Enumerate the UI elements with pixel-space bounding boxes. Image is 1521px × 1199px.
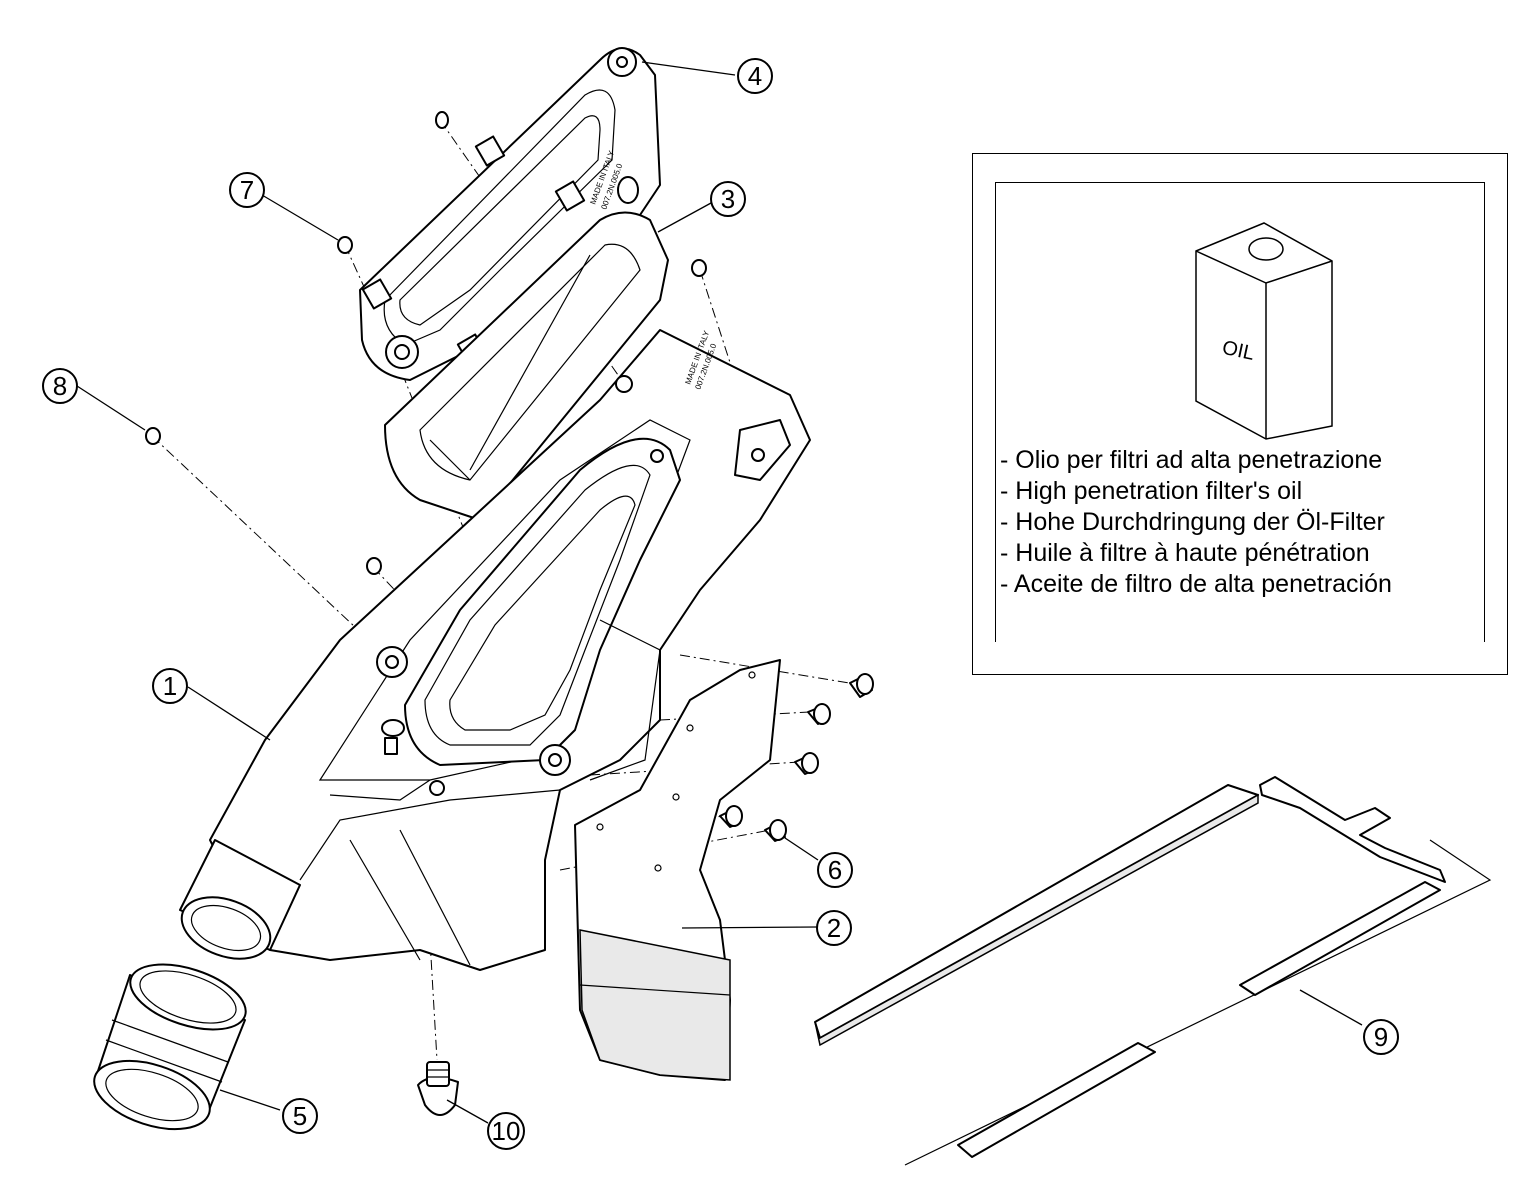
callout-1-label: 1 — [163, 671, 177, 701]
callout-2: 2 — [816, 910, 852, 946]
callout-10: 10 — [487, 1112, 525, 1150]
nut-8 — [145, 427, 161, 445]
oil-description-list: - Olio per filtri ad alta penetrazione -… — [1000, 445, 1392, 600]
oil-description-de: - Hohe Durchdringung der Öl-Filter — [1000, 508, 1385, 536]
intake-sleeve — [93, 963, 247, 1131]
nut-b — [691, 259, 707, 277]
airbox-body: MADE IN ITALY 007.2N.005.0 — [179, 329, 811, 971]
nut-c — [366, 557, 382, 575]
drain-plug — [417, 1061, 459, 1116]
oil-description-en: - High penetration filter's oil — [1000, 477, 1303, 505]
callout-5: 5 — [282, 1098, 318, 1134]
oil-info-frame: OIL - Olio per filtri ad alta penetrazio… — [995, 182, 1485, 642]
callout-7-label: 7 — [240, 175, 254, 205]
oil-description-fr: - Huile à filtre à haute pénétration — [1000, 539, 1370, 567]
oil-description-it: - Olio per filtri ad alta penetrazione — [1000, 446, 1383, 474]
screws — [719, 673, 874, 842]
screw-5 — [764, 819, 787, 842]
callout-3-label: 3 — [721, 184, 735, 214]
callout-7: 7 — [229, 172, 265, 208]
callout-10-label: 10 — [492, 1116, 521, 1146]
small-nuts — [145, 111, 707, 575]
oil-can-icon: OIL — [1195, 222, 1333, 440]
callout-6: 6 — [817, 852, 853, 888]
callout-9-label: 9 — [1374, 1022, 1388, 1052]
callout-3: 3 — [710, 181, 746, 217]
nut-7 — [337, 236, 353, 254]
oil-info-box: OIL - Olio per filtri ad alta penetrazio… — [972, 153, 1508, 675]
nut-a — [435, 111, 449, 129]
screw-4 — [719, 805, 743, 828]
screw-3 — [794, 752, 819, 775]
callout-9: 9 — [1363, 1019, 1399, 1055]
callout-6-label: 6 — [828, 855, 842, 885]
callouts: 1 2 3 4 5 6 7 8 — [42, 58, 1399, 1150]
oil-description-es: - Aceite de filtro de alta penetración — [1000, 570, 1392, 598]
callout-8-label: 8 — [53, 371, 67, 401]
screw-1 — [849, 673, 874, 698]
screw-2 — [807, 703, 831, 725]
mud-guard — [574, 659, 781, 1081]
callout-5-label: 5 — [293, 1101, 307, 1131]
callout-2-label: 2 — [827, 913, 841, 943]
callout-4-label: 4 — [748, 61, 762, 91]
callout-4: 4 — [737, 58, 773, 94]
seal-strip-kit — [814, 776, 1492, 1166]
filter-element — [384, 211, 669, 521]
callout-1: 1 — [152, 668, 188, 704]
callout-8: 8 — [42, 368, 78, 404]
